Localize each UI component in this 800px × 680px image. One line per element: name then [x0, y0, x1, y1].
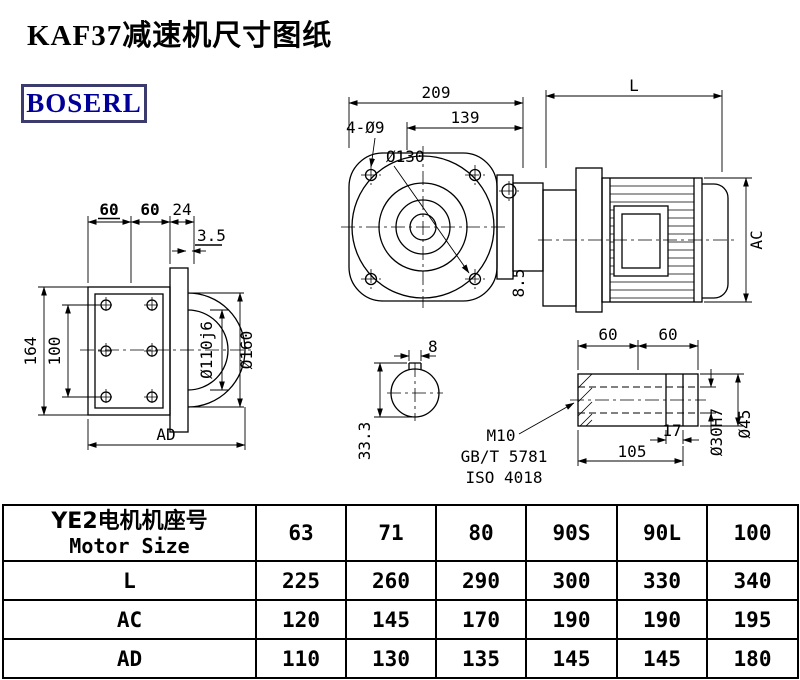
dim-60-shaft-a: 60: [598, 325, 617, 344]
dim-139: 139: [451, 108, 480, 127]
value-AD-71: 130: [345, 638, 437, 679]
technical-drawing: 209 139 L 4-Ø9 Ø130 8.5 AC: [21, 76, 766, 487]
label-m10: M10: [487, 426, 516, 445]
dim-8: 8: [428, 337, 438, 356]
table-row-L: L 225 260 290 300 330 340: [2, 560, 799, 601]
left-view-centerlines: [80, 297, 252, 405]
left-view-dimension-lines: [38, 216, 246, 450]
dim-105: 105: [618, 442, 647, 461]
value-AC-90L: 190: [616, 599, 708, 640]
motor-dimension-lines: [704, 177, 752, 303]
value-AD-100: 180: [706, 638, 799, 679]
page-title: KAF37减速机尺寸图纸: [27, 20, 333, 52]
front-view-dimension-lines: [348, 90, 723, 274]
motor-size-80: 80: [435, 504, 527, 562]
value-L-71: 260: [345, 560, 437, 601]
row-label-AD: AD: [2, 638, 257, 679]
label-iso-4018: ISO 4018: [465, 468, 542, 487]
dim-O110j6: Ø110j6: [197, 321, 216, 379]
value-AC-63: 120: [255, 599, 347, 640]
dim-4xO9: 4-Ø9: [346, 118, 385, 137]
dim-60-shaft-b: 60: [658, 325, 677, 344]
value-L-80: 290: [435, 560, 527, 601]
motor-size-71: 71: [345, 504, 437, 562]
dim-O130: Ø130: [386, 147, 425, 166]
dim-17: 17: [662, 421, 681, 440]
value-AD-90L: 145: [616, 638, 708, 679]
shaft-end-centerlines: [387, 363, 443, 421]
dim-209: 209: [422, 83, 451, 102]
value-AC-90S: 190: [525, 599, 618, 640]
motor-size-100: 100: [706, 504, 799, 562]
shaft-side-hidden-lines: [578, 386, 698, 414]
value-AD-63: 110: [255, 638, 347, 679]
table-header-row: YE2电机机座号 Motor Size 63 71 80 90S 90L 100: [2, 504, 799, 562]
value-AC-80: 170: [435, 599, 527, 640]
boserl-logo-text: BOSERL: [26, 88, 142, 118]
value-L-100: 340: [706, 560, 799, 601]
motor-size-63: 63: [255, 504, 347, 562]
shaft-end-dimension-lines: [374, 350, 575, 435]
dim-164: 164: [21, 337, 40, 366]
dim-60-left-b: 60: [140, 200, 159, 219]
value-AD-90S: 145: [525, 638, 618, 679]
dim-24: 24: [172, 200, 191, 219]
value-AD-80: 135: [435, 638, 527, 679]
table-row-AC: AC 120 145 170 190 190 195: [2, 599, 799, 640]
dimension-table: YE2电机机座号 Motor Size 63 71 80 90S 90L 100…: [2, 504, 799, 679]
label-gbt-5781: GB/T 5781: [461, 447, 548, 466]
motor-size-label-en: Motor Size: [69, 533, 190, 558]
dim-O45: Ø45: [735, 410, 754, 439]
dim-60-left-a: 60: [99, 200, 118, 219]
dim-33p3: 33.3: [355, 422, 374, 461]
dim-8p5: 8.5: [509, 269, 528, 298]
dim-O160: Ø160: [237, 331, 256, 370]
motor-size-label-cn: YE2电机机座号: [51, 509, 208, 535]
value-AC-100: 195: [706, 599, 799, 640]
value-L-90L: 330: [616, 560, 708, 601]
row-label-L: L: [2, 560, 257, 601]
front-view-centerlines: [341, 146, 519, 308]
value-L-90S: 300: [525, 560, 618, 601]
dim-3p5: 3.5: [197, 226, 226, 245]
table-row-AD: AD 110 130 135 145 145 180: [2, 638, 799, 679]
dim-O30H7: Ø30H7: [707, 408, 726, 456]
boserl-logo: BOSERL: [21, 84, 147, 123]
row-label-AC: AC: [2, 599, 257, 640]
value-L-63: 225: [255, 560, 347, 601]
dim-AD: AD: [156, 425, 175, 444]
motor-size-header-cell: YE2电机机座号 Motor Size: [2, 504, 257, 562]
dim-AC: AC: [747, 230, 766, 249]
dim-100: 100: [45, 337, 64, 366]
shaft-side-dimension-lines: [577, 340, 744, 466]
motor-size-90S: 90S: [525, 504, 618, 562]
dim-L: L: [629, 76, 639, 95]
motor-size-90L: 90L: [616, 504, 708, 562]
value-AC-71: 145: [345, 599, 437, 640]
